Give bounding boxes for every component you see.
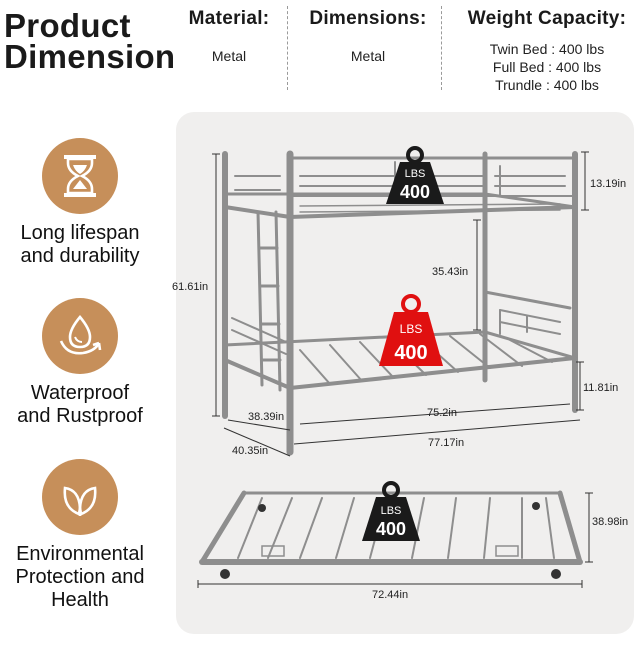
material-label: Material: (188, 8, 270, 29)
leaf-icon (63, 486, 97, 516)
top-weight-badge: LBS 400 (386, 146, 444, 204)
divider (441, 6, 442, 90)
water-drop-icon (59, 314, 102, 355)
badge-unit: LBS (400, 322, 423, 336)
weight-line-trundle: Trundle : 400 lbs (495, 77, 599, 93)
badge-value: 400 (394, 342, 427, 364)
feature-line: and Rustproof (17, 405, 143, 427)
trundle-width-label: 38.98in (592, 516, 628, 528)
feature-line: Waterproof (30, 382, 130, 404)
inner-length-label: 75.2in (427, 407, 457, 419)
feature-lifespan: Long lifespan and durability (0, 138, 160, 268)
feature-line: and durability (20, 245, 140, 267)
feature-waterproof: Waterproof and Rustproof (0, 298, 160, 428)
leg-clearance-label: 11.81in (583, 382, 618, 394)
badge-value: 400 (400, 182, 430, 202)
page-title: Product Dimension (4, 7, 176, 75)
feature-line: Protection and (15, 566, 145, 588)
caster-wheel (220, 569, 230, 579)
bunk-gap-label: 35.43in (432, 266, 468, 278)
weight-line-twin: Twin Bed : 400 lbs (489, 41, 605, 57)
weight-line-full: Full Bed : 400 lbs (492, 59, 602, 75)
feature-circle (42, 298, 118, 374)
dimensions-spec: Dimensions: Metal (306, 8, 430, 64)
dimensions-value: Metal (350, 48, 386, 64)
inner-width-label: 38.39in (248, 411, 284, 423)
feature-line: Long lifespan (20, 222, 140, 244)
feature-circle (42, 459, 118, 535)
caster-wheel (551, 569, 561, 579)
weight-lines: Twin Bed : 400 lbs Full Bed : 400 lbs Tr… (458, 40, 636, 94)
guardrail-height-label: 13.19in (590, 178, 626, 190)
material-value: Metal (211, 48, 247, 64)
feature-environment: Environmental Protection and Health (0, 459, 160, 612)
badge-value: 400 (376, 519, 406, 539)
outer-length-label: 77.17in (428, 437, 464, 449)
title-line-1: Product (4, 7, 131, 44)
weight-spec: Weight Capacity: Twin Bed : 400 lbs Full… (458, 8, 636, 94)
feature-circle (42, 138, 118, 214)
hourglass-icon (64, 155, 96, 197)
caster-wheel (258, 504, 266, 512)
trundle-weight-badge: LBS 400 (362, 481, 420, 541)
title-line-2: Dimension (4, 38, 176, 75)
badge-unit: LBS (405, 168, 426, 180)
badge-unit: LBS (381, 505, 402, 517)
feature-line: Health (51, 589, 109, 611)
weight-label: Weight Capacity: (467, 8, 627, 29)
total-height-label: 61.61in (172, 281, 208, 293)
feature-line: Environmental (16, 543, 144, 565)
outer-width-label: 40.35in (232, 445, 268, 457)
trundle-length-label: 72.44in (372, 589, 408, 601)
dimensions-label: Dimensions: (309, 8, 427, 29)
material-spec: Material: Metal (186, 8, 272, 64)
caster-wheel (532, 502, 540, 510)
middle-weight-badge: LBS 400 (379, 294, 443, 366)
divider (287, 6, 288, 90)
